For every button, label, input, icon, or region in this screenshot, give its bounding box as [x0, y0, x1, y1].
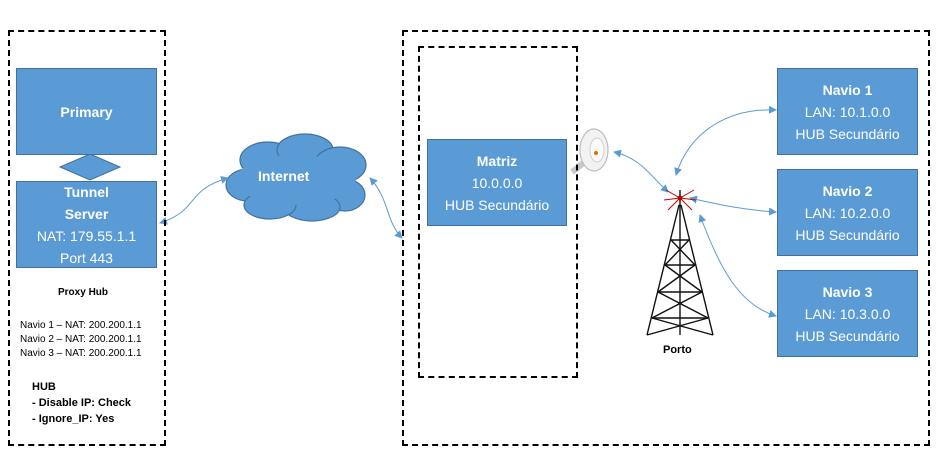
link-internet-site — [369, 177, 403, 239]
site-region — [402, 30, 930, 446]
link-dish-tower — [613, 149, 669, 193]
tunnel-nat: NAT: 179.55.1.1 — [36, 227, 137, 244]
tunnel-title-2: Server — [64, 205, 109, 222]
signal-rays-icon — [663, 189, 697, 211]
tunnel-server-box: Tunnel Server NAT: 179.55.1.1 Port 443 — [16, 181, 157, 268]
hub-config-item: - Ignore_IP: Yes — [32, 413, 115, 425]
nat-list-item: Navio 3 – NAT: 200.200.1.1 — [20, 348, 142, 359]
link-tower-navio1 — [674, 105, 777, 176]
nat-list-item: Navio 2 – NAT: 200.200.1.1 — [20, 334, 142, 345]
matriz-title: Matriz — [476, 152, 518, 169]
porto-label: Porto — [663, 344, 692, 356]
matriz-box: Matriz 10.0.0.0 HUB Secundário — [427, 139, 567, 226]
navio-hub: HUB Secundário — [795, 327, 900, 344]
nat-list: Navio 1 – NAT: 200.200.1.1 Navio 2 – NAT… — [20, 319, 142, 361]
navio-lan: LAN: 10.2.0.0 — [804, 204, 891, 221]
proxy-hub-region — [8, 30, 166, 446]
internet-label: Internet — [258, 168, 310, 184]
navio-title: Navio 1 — [822, 81, 873, 98]
tunnel-title-1: Tunnel — [64, 183, 109, 200]
navio-lan: LAN: 10.1.0.0 — [804, 103, 891, 120]
link-tower-navio3 — [698, 214, 777, 318]
navio-lan: LAN: 10.3.0.0 — [804, 305, 891, 322]
proxy-hub-label: Proxy Hub — [58, 287, 109, 298]
radio-tower-icon — [646, 190, 714, 336]
navio-hub: HUB Secundário — [795, 125, 900, 142]
navio-title: Navio 2 — [822, 182, 873, 199]
navio-3-box: Navio 3 LAN: 10.3.0.0 HUB Secundário — [777, 270, 918, 357]
matriz-region — [418, 46, 578, 378]
satellite-dish-icon — [570, 128, 609, 175]
matriz-lan: 10.0.0.0 — [471, 174, 523, 191]
navio-title: Navio 3 — [822, 283, 873, 300]
matriz-hub: HUB Secundário — [444, 196, 550, 213]
link-tunnel-internet — [159, 176, 229, 225]
nat-list-item: Navio 1 – NAT: 200.200.1.1 — [20, 320, 142, 331]
tunnel-port: Port 443 — [60, 249, 113, 266]
hub-config: HUB - Disable IP: Check - Ignore_IP: Yes — [32, 380, 131, 427]
navio-hub: HUB Secundário — [795, 226, 900, 243]
navio-2-box: Navio 2 LAN: 10.2.0.0 HUB Secundário — [777, 169, 918, 256]
link-tower-navio2 — [689, 195, 777, 216]
hub-config-title: HUB — [32, 381, 56, 393]
hub-config-item: - Disable IP: Check — [32, 397, 132, 409]
primary-label: Primary — [60, 103, 113, 120]
navio-1-box: Navio 1 LAN: 10.1.0.0 HUB Secundário — [777, 68, 918, 155]
primary-box: Primary — [16, 68, 157, 155]
primary-tunnel-connector — [58, 153, 122, 181]
